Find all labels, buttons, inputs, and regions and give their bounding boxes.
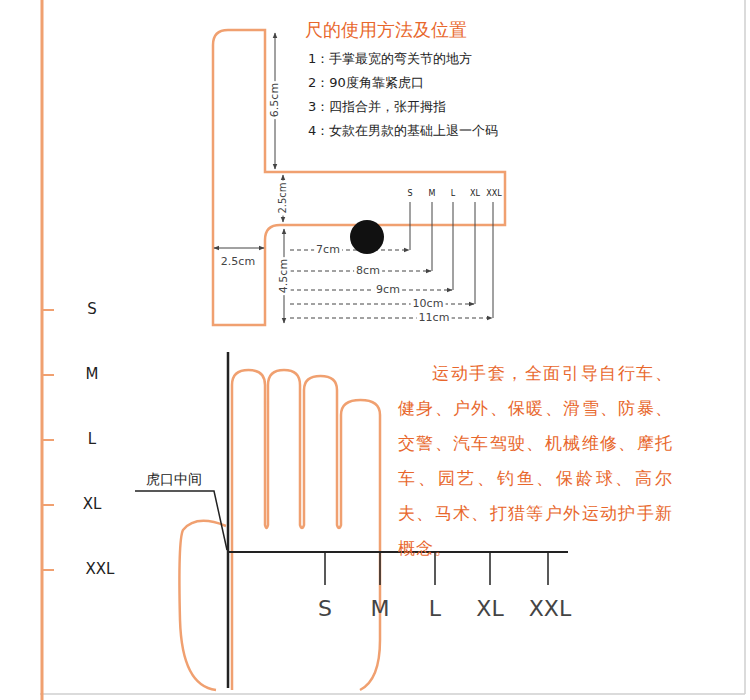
section-title: 尺的使用方法及位置 [305, 20, 467, 41]
description-text: 运动手套，全面引导自行车、健身、户外、保暖、滑雪、防暴、交警、汽车驾驶、机械维修… [398, 356, 673, 566]
instruction: 4：女款在男款的基础上退一个码 [308, 124, 498, 139]
dimension-label: 4.5cm [278, 257, 291, 295]
dimension-label: 10cm [411, 298, 446, 311]
thumb-outline [179, 521, 226, 690]
dimension-label: 6.5cm [269, 81, 282, 119]
size-mark: M [429, 189, 436, 198]
size-mark: XL [470, 189, 480, 198]
size-mark: S [407, 189, 412, 198]
reference-line [227, 352, 230, 688]
dimension-label: 2.5cm [277, 180, 289, 215]
instruction: 2：90度角靠紧虎口 [308, 76, 424, 91]
frame-line [744, 0, 746, 694]
scale-bar [41, 0, 44, 700]
scale-label: M [86, 366, 99, 383]
size-mark: L [451, 189, 455, 198]
size-label: S [318, 596, 332, 621]
dimension-label: 7cm [314, 244, 342, 257]
scale-label: L [88, 431, 96, 448]
scale-label: S [87, 301, 97, 318]
leader-line [135, 491, 227, 550]
dimension-label: 11cm [417, 312, 452, 325]
ruler-outline [213, 30, 505, 325]
size-mark: XXL [486, 189, 501, 198]
callout-label: 虎口中间 [146, 471, 202, 487]
instruction: 3：四指合并，张开拇指 [308, 100, 446, 115]
size-label: M [371, 596, 390, 621]
size-label: XXL [529, 596, 571, 621]
dimension-label: 2.5cm [219, 256, 257, 269]
scale-label: XL [83, 496, 102, 513]
hand-outline [232, 370, 380, 690]
dimension-lines [214, 33, 493, 323]
instruction: 1：手掌最宽的弯关节的地方 [308, 52, 472, 67]
dimension-label: 8cm [354, 265, 382, 278]
size-label: L [429, 596, 441, 621]
scale-ticks [42, 310, 54, 570]
dimension-label: 9cm [374, 284, 402, 297]
frame-line [40, 693, 745, 695]
hole-dot [350, 220, 384, 254]
size-label: XL [476, 596, 503, 621]
scale-label: XXL [86, 561, 115, 578]
